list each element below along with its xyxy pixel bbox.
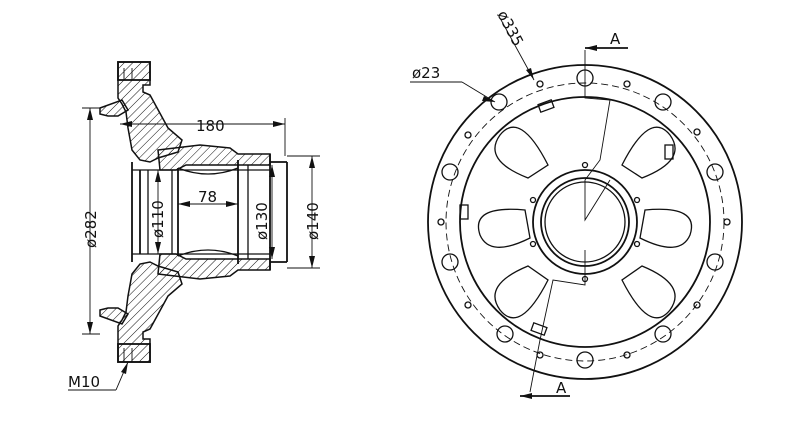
top-flange-block — [117, 61, 151, 81]
dim-bore-mid: ø130 — [253, 202, 271, 240]
dim-hole-diameter: ø23 — [412, 64, 440, 82]
bottom-flange-block — [117, 343, 151, 363]
section-view: ø282 180 ø110 78 ø130 ø140 M10 — [68, 61, 322, 391]
dim-flange-diameter: ø282 — [82, 210, 100, 248]
section-label-bottom: A — [556, 379, 567, 397]
spoke-lobes — [477, 126, 693, 319]
dim-thread: M10 — [68, 373, 100, 391]
dim-bore-outer: ø140 — [304, 202, 322, 240]
upper-hub-section — [157, 144, 271, 171]
lower-hub-section — [157, 253, 271, 280]
outer-rim — [427, 64, 743, 380]
section-label-top: A — [610, 30, 621, 48]
dim-bolt-circle: ø335 — [493, 7, 527, 49]
small-holes — [437, 80, 731, 359]
large-bolt-holes — [441, 69, 724, 369]
dim-flange-length: 180 — [196, 117, 225, 135]
upper-lip-section — [99, 99, 130, 117]
dim-bore-small: ø110 — [149, 200, 167, 238]
inner-rim — [459, 96, 711, 348]
dim-inner-width: 78 — [198, 188, 217, 206]
bolt-circle — [445, 82, 725, 362]
front-view: A A ø23 ø335 — [410, 7, 743, 399]
lower-lip-section — [99, 307, 130, 325]
